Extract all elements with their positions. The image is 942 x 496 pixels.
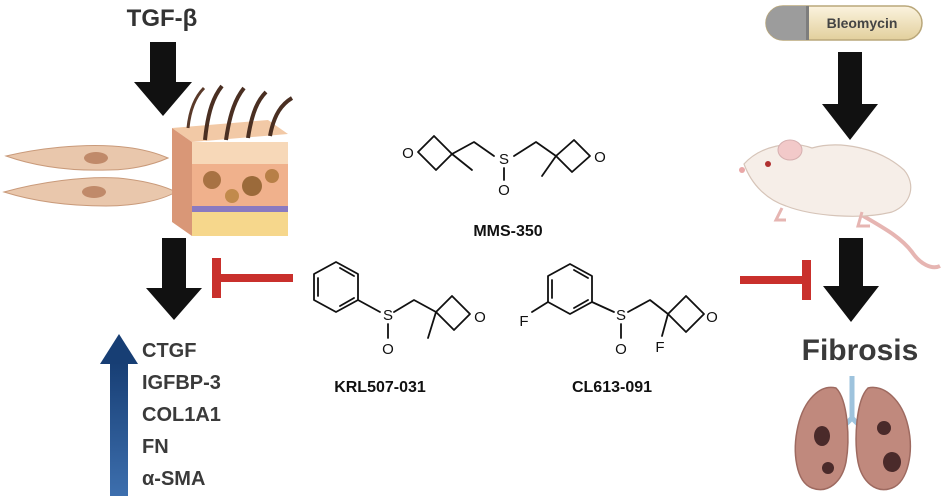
cl-oxygen-oxetane: O [706, 309, 718, 326]
marker-list: CTGF IGFBP-3 COL1A1 FN α-SMA [142, 340, 221, 490]
marker-asma: α-SMA [142, 468, 205, 490]
marker-ctgf: CTGF [142, 340, 196, 362]
mms-oxygen-sulfoxide: O [498, 182, 510, 199]
krl-oxygen-oxetane: O [474, 309, 486, 326]
lungs-icon [794, 376, 911, 491]
cl-sulfur: S [616, 307, 626, 324]
upregulation-arrow [100, 334, 138, 496]
cl-fluorine-oxetane: F [655, 339, 664, 356]
mms-sulfur: S [499, 151, 509, 168]
bleomycin-down-arrow [822, 52, 878, 140]
inhibitor-left [212, 258, 293, 298]
bleomycin-capsule-icon [765, 5, 923, 41]
tgf-down-arrow [134, 42, 192, 116]
mms-350-structure [417, 135, 591, 181]
krl507-031-label: KRL507-031 [334, 379, 426, 396]
cl-oxygen-sulfoxide: O [615, 341, 627, 358]
cl613-091-label: CL613-091 [572, 379, 652, 396]
skin-tissue-icon [172, 84, 294, 236]
mms-350-label: MMS-350 [473, 223, 542, 240]
marker-fn: FN [142, 436, 169, 458]
fibrosis-label: Fibrosis [802, 334, 919, 367]
mouse-icon [739, 139, 941, 270]
tgf-beta-label: TGF-β [127, 5, 198, 32]
mms-oxygen-right: O [594, 149, 606, 166]
cl613-091-structure [531, 263, 705, 339]
krl-oxygen-sulfoxide: O [382, 341, 394, 358]
mms-oxygen-left: O [402, 145, 414, 162]
bleomycin-label: Bleomycin [827, 15, 898, 31]
krl507-031-structure [313, 261, 471, 339]
fibroblast-cells-icon [2, 144, 178, 207]
fibrosis-down-arrow [823, 238, 879, 322]
cl-fluorine-aryl: F [519, 313, 528, 330]
marker-igfbp3: IGFBP-3 [142, 372, 221, 394]
krl-sulfur: S [383, 307, 393, 324]
marker-col1a1: COL1A1 [142, 404, 221, 426]
inhibitor-right [740, 260, 811, 300]
signaling-down-arrow [146, 238, 202, 320]
